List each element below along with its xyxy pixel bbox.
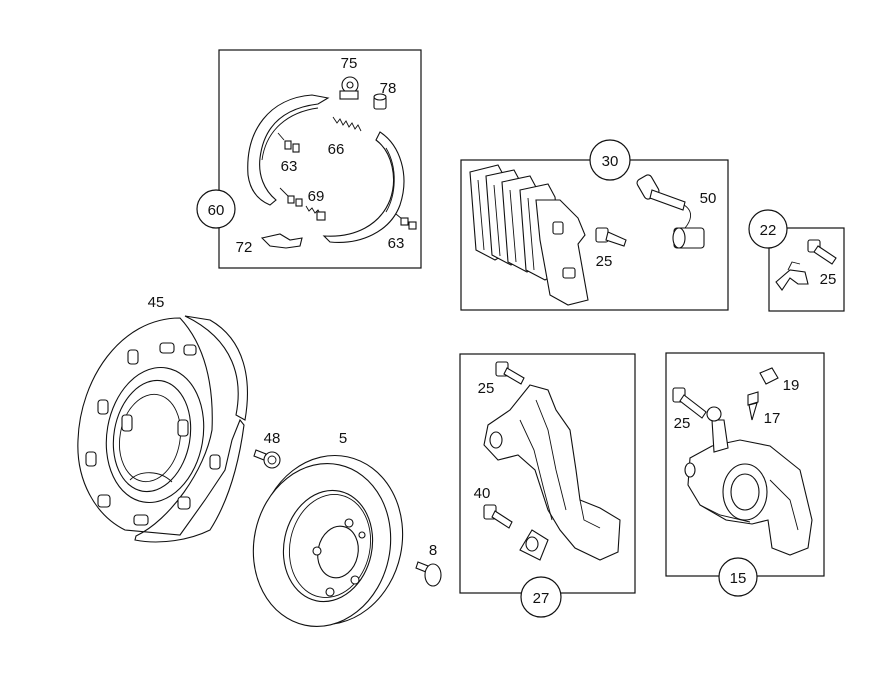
caliper-group: 15 19 17 25 bbox=[665, 352, 825, 597]
callout-17: 17 bbox=[764, 410, 781, 427]
hold-down-spring-set[interactable] bbox=[279, 187, 326, 221]
callout-8: 8 bbox=[429, 542, 437, 559]
adjuster-sleeve[interactable] bbox=[373, 93, 387, 110]
shield-screw[interactable] bbox=[253, 449, 281, 469]
callout-63-upper: 63 bbox=[281, 158, 298, 175]
group-22-circle bbox=[748, 209, 788, 249]
callout-5: 5 bbox=[339, 430, 347, 447]
callout-27: 27 bbox=[533, 590, 550, 607]
bracket-bolt-lower[interactable] bbox=[483, 504, 513, 529]
splash-shield[interactable] bbox=[77, 315, 248, 543]
clip-group-frame bbox=[768, 227, 845, 312]
shoe-group-frame bbox=[218, 49, 422, 269]
caliper-bracket[interactable] bbox=[483, 384, 621, 561]
group-30-circle bbox=[589, 139, 631, 181]
callout-30: 30 bbox=[602, 153, 619, 170]
callout-25-pads: 25 bbox=[596, 253, 613, 270]
callout-66: 66 bbox=[328, 141, 345, 158]
brake-pad-group: 30 50 25 bbox=[460, 139, 729, 311]
group-27-circle bbox=[520, 576, 562, 618]
left-brake-shoe[interactable] bbox=[247, 94, 330, 206]
callout-45: 45 bbox=[148, 294, 165, 311]
right-brake-shoe[interactable] bbox=[322, 131, 405, 243]
return-spring[interactable] bbox=[332, 116, 362, 132]
callout-25-bracket: 25 bbox=[478, 380, 495, 397]
callout-72: 72 bbox=[236, 239, 253, 256]
clip-bolt[interactable] bbox=[807, 239, 837, 265]
bleeder-screw[interactable] bbox=[747, 391, 759, 421]
clip-group: 22 25 bbox=[748, 209, 845, 312]
callout-25-clip: 25 bbox=[820, 271, 837, 288]
group-60-circle bbox=[196, 189, 236, 229]
adjuster-star-wheel[interactable] bbox=[339, 76, 359, 100]
callout-63-lower: 63 bbox=[388, 235, 405, 252]
callout-48: 48 bbox=[264, 430, 281, 447]
disc-bolt[interactable] bbox=[415, 561, 442, 587]
pad-wear-sensor[interactable] bbox=[636, 173, 705, 249]
brake-caliper[interactable] bbox=[684, 419, 813, 556]
group-15-circle bbox=[718, 557, 758, 597]
callout-60: 60 bbox=[208, 202, 225, 219]
parking-brake-lever[interactable] bbox=[260, 233, 303, 249]
callout-69: 69 bbox=[308, 188, 325, 205]
brake-disc[interactable] bbox=[238, 442, 418, 639]
callout-50: 50 bbox=[700, 190, 717, 207]
callout-78: 78 bbox=[380, 80, 397, 97]
retaining-clip[interactable] bbox=[775, 261, 809, 291]
bleeder-cap[interactable] bbox=[759, 367, 779, 385]
callout-22: 22 bbox=[760, 222, 777, 239]
hold-down-pin-lower[interactable] bbox=[395, 213, 417, 230]
pad-bolt[interactable] bbox=[595, 227, 627, 247]
callout-19: 19 bbox=[783, 377, 800, 394]
parking-brake-shoe-group: 60 75 78 66 63 69 72 63 bbox=[196, 49, 422, 269]
caliper-bracket-group: 27 25 40 bbox=[459, 353, 636, 618]
bracket-bolt-upper[interactable] bbox=[495, 361, 525, 385]
hold-down-pin-upper[interactable] bbox=[277, 132, 300, 153]
caliper-bolt[interactable] bbox=[672, 387, 722, 422]
brake-pad-set[interactable] bbox=[469, 164, 589, 306]
callout-15: 15 bbox=[730, 570, 747, 587]
callout-40: 40 bbox=[474, 485, 491, 502]
callout-25-caliper: 25 bbox=[674, 415, 691, 432]
callout-75: 75 bbox=[341, 55, 358, 72]
